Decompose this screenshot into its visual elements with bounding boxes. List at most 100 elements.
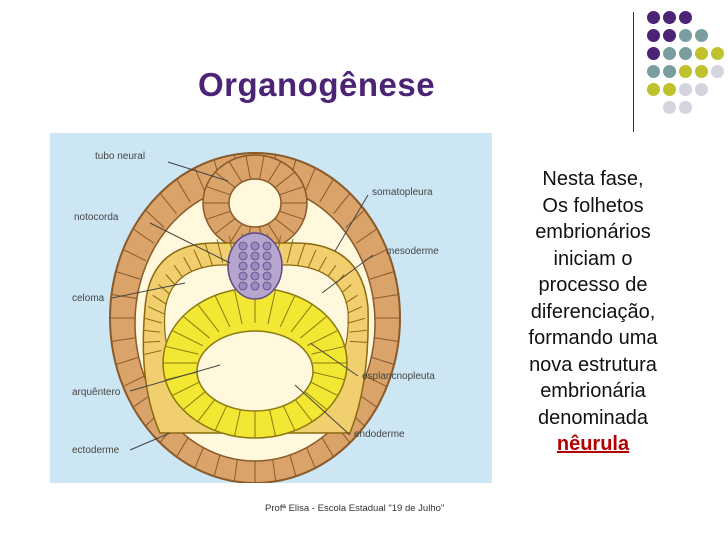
- cell-wall: [267, 161, 282, 183]
- description-line: diferenciação,: [530, 300, 656, 323]
- cell-wall: [307, 379, 339, 396]
- notochord-cell: [262, 251, 272, 261]
- pointer-ectoderme: [129, 432, 171, 451]
- cell-wall: [369, 271, 395, 280]
- cell-wall: [274, 171, 296, 188]
- decor-dot: [695, 47, 708, 60]
- cell-wall: [245, 155, 251, 180]
- decor-dot: [663, 83, 676, 96]
- notochord-cell: [262, 271, 272, 281]
- cell-wall: [373, 294, 399, 299]
- cell-wall: [349, 329, 367, 333]
- cell-wall: [290, 304, 313, 333]
- cell-wall: [348, 317, 366, 324]
- archenteron-cavity: [196, 330, 314, 412]
- decor-dot: [647, 47, 660, 60]
- pointer-celoma: [111, 282, 186, 299]
- cell-wall: [228, 161, 243, 183]
- cell-wall: [279, 186, 305, 196]
- decor-dot: [679, 29, 692, 42]
- cell-wall: [349, 340, 367, 343]
- pointer-endoderme: [294, 384, 351, 436]
- cell-wall: [259, 155, 265, 180]
- cell-wall: [296, 243, 306, 267]
- decor-dot: [663, 65, 676, 78]
- cell-wall: [369, 356, 395, 365]
- label-notocorda: notocorda: [74, 212, 119, 223]
- decor-dot: [679, 11, 692, 24]
- cell-wall: [132, 228, 155, 244]
- decor-dot: [663, 11, 676, 24]
- description-line: processo de: [538, 274, 648, 296]
- slide-title: Organogênese: [198, 66, 436, 103]
- cell-wall: [194, 167, 206, 193]
- cell-wall: [311, 345, 345, 355]
- decor-dot: [679, 83, 692, 96]
- keyword-link[interactable]: nêurula: [556, 433, 630, 455]
- cell-wall: [111, 294, 137, 299]
- notochord-cells: [238, 241, 272, 291]
- pointer-esplancnopleuta: [309, 342, 359, 377]
- decor-dot-grid: [645, 9, 725, 119]
- cell-wall: [355, 228, 378, 244]
- notochord-cell: [238, 251, 248, 261]
- decor-divider: [633, 12, 634, 132]
- decor-dot: [679, 65, 692, 78]
- cell-wall: [319, 178, 334, 203]
- cell-wall: [171, 379, 203, 396]
- description-line: Nesta fase,: [542, 168, 644, 190]
- description-line: nova estrutura: [529, 353, 657, 376]
- pointer-notocorda: [149, 222, 231, 264]
- label-celoma: celoma: [72, 293, 105, 304]
- notochord-cell: [262, 241, 272, 251]
- description-line: embrionários: [535, 221, 651, 243]
- cell-wall: [122, 249, 147, 262]
- decor-dot: [663, 29, 676, 42]
- cell-wall: [122, 374, 147, 387]
- cell-wall: [228, 223, 243, 245]
- notochord-cell: [238, 281, 248, 291]
- pointer-arquentero: [129, 364, 221, 392]
- cell-wall: [143, 340, 161, 343]
- notochord-cell: [250, 251, 260, 261]
- pointer-lines: [111, 161, 374, 451]
- notochord-cell: [238, 271, 248, 281]
- cell-wall: [205, 210, 231, 220]
- description-line: formando uma: [528, 327, 658, 349]
- label-tubo-neural: tubo neural: [95, 151, 145, 162]
- label-ectoderme: ectoderme: [72, 445, 120, 456]
- cell-wall: [274, 218, 296, 235]
- cell-wall: [279, 210, 305, 220]
- cell-wall: [214, 295, 231, 328]
- cell-wall: [115, 356, 141, 365]
- cell-wall: [373, 337, 399, 342]
- cell-wall: [267, 289, 276, 325]
- label-somatopleura: somatopleura: [372, 187, 433, 198]
- decor-dot: [695, 65, 708, 78]
- cell-wall: [304, 167, 316, 193]
- cell-wall: [333, 192, 351, 215]
- cell-wall: [311, 371, 345, 381]
- notochord-cell: [250, 241, 260, 251]
- label-arquentero: arquêntero: [72, 387, 121, 398]
- decor-dot: [663, 101, 676, 114]
- notochord-cell: [250, 281, 260, 291]
- label-endoderme: endoderme: [354, 429, 405, 440]
- decor-dot: [647, 65, 660, 78]
- cell-wall: [204, 243, 214, 267]
- notochord-cell: [250, 261, 260, 271]
- cell-wall: [144, 350, 162, 355]
- pointer-tubo-neural: [167, 161, 229, 182]
- cell-wall: [267, 223, 282, 245]
- decor-dot: [647, 83, 660, 96]
- notochord-cell: [238, 241, 248, 251]
- decor-dot: [679, 101, 692, 114]
- cell-wall: [214, 218, 236, 235]
- notochord-cell: [238, 261, 248, 271]
- description-line: denominada: [537, 406, 649, 429]
- cell-wall: [144, 317, 162, 324]
- pointer-mesoderme: [321, 254, 374, 294]
- decor-dot: [647, 11, 660, 24]
- cell-wall: [363, 374, 388, 387]
- cell-wall: [115, 271, 141, 280]
